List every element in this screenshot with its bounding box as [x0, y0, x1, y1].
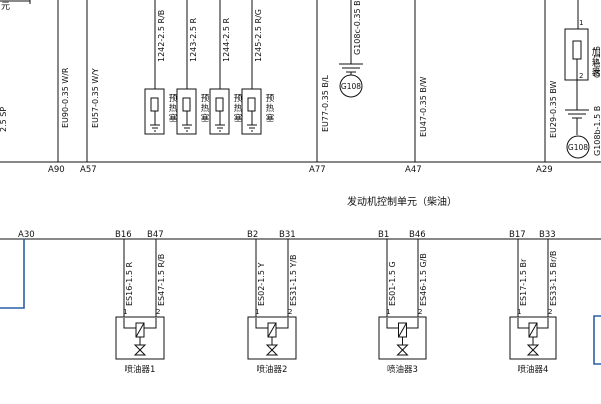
injector-label: 喷油器3 [387, 364, 418, 375]
wire-label-eu47: EU47-0.35 B/W [419, 76, 428, 137]
preheat-plug-2: 1243-2.5 R [176, 0, 198, 135]
heater-wire-label: OHT-1.5 [593, 46, 601, 78]
wire-label-1245: 1245-2.5 R/G [254, 9, 263, 62]
pin-a29: A29 [536, 165, 553, 175]
injector-wire-right: ES33-1.5 Br/B [549, 251, 558, 306]
injector-pin-1: 1 [517, 308, 521, 316]
preheat-plug-1: 1242-2.5 R/B [144, 0, 166, 135]
wire-label-eu77: EU77-0.35 B/L [321, 74, 330, 132]
injector-wire-right: ES31-1.5 Y/B [289, 254, 298, 306]
preheat-plug-label: 预热塞 [201, 93, 210, 124]
heater-pin-2: 2 [579, 72, 583, 80]
injector-label: 喷油器1 [125, 364, 156, 375]
pin-a47: A47 [405, 165, 422, 175]
injector-wire-left: ES02-1.5 Y [257, 263, 266, 306]
heater: G108 1 2 OHT-1.5 G108b-1.5 B [564, 0, 601, 159]
injector-wire-left: ES01-1.5 G [388, 261, 397, 306]
wire-label-eu90: EU90-0.35 W/R [61, 67, 70, 128]
preheat-plug-label: 预热塞 [234, 93, 243, 124]
injector-pin-right: B33 [539, 230, 556, 240]
injector-wire-left: ES17-1.5 Br [519, 258, 528, 306]
injector-label: 喷油器4 [518, 364, 549, 375]
preheat-plug-3: 1244-2.5 R [209, 0, 231, 135]
injector-wire-right: ES46-1.5 G/B [419, 253, 428, 306]
injector-pin-left: B16 [115, 230, 132, 240]
pin-a30: A30 [18, 230, 35, 240]
injector-pin-2: 2 [548, 308, 552, 316]
injector-pin-2: 2 [156, 308, 160, 316]
injector-pin-2: 2 [418, 308, 422, 316]
ground-g108c: G108c-0.35 B G108 [339, 0, 363, 98]
injector-pin-left: B2 [247, 230, 258, 240]
injector-pin-1: 1 [255, 308, 259, 316]
edge-wire-label-left: 2.5 SP [0, 107, 8, 132]
wire-label-1244: 1244-2.5 R [222, 17, 231, 62]
pin-a77: A77 [309, 165, 326, 175]
heater-label: 加热器 [592, 47, 601, 78]
injector-wire-left: ES16-1.5 R [125, 262, 134, 306]
injector-pin-2: 2 [288, 308, 292, 316]
injector-pin-left: B17 [509, 230, 526, 240]
wire-label-g108c: G108c-0.35 B [353, 0, 362, 55]
preheat-plug-4: 1245-2.5 R/G [241, 0, 263, 135]
preheat-plug-label: 预热塞 [169, 93, 178, 124]
wire-label-1242: 1242-2.5 R/B [157, 10, 166, 62]
injector-wire-right: ES47-1.5 R/B [157, 254, 166, 306]
pin-a90: A90 [48, 165, 65, 175]
ecu-title: 发动机控制单元（柴油） [347, 195, 457, 208]
wire-label-eu57: EU57-0.35 W/Y [91, 68, 100, 128]
top-left-fragment: 元 [1, 2, 10, 12]
ground-g108-label: G108 [341, 82, 361, 91]
preheat-plug-label: 预热塞 [266, 93, 275, 124]
wire-label-eu29: EU29-0.35 BW [549, 80, 558, 138]
injector-pin-right: B47 [147, 230, 164, 240]
heater-ground-wire-label: G108b-1.5 B [593, 106, 601, 156]
injector-pin-right: B31 [279, 230, 296, 240]
injector-pin-right: B46 [409, 230, 426, 240]
wire-label-1243: 1243-2.5 R [189, 17, 198, 62]
injector-pin-left: B1 [378, 230, 389, 240]
injector-label: 喷油器2 [257, 364, 288, 375]
injector-pin-1: 1 [386, 308, 390, 316]
ground-g108-heater-label: G108 [568, 143, 588, 152]
heater-pin-1: 1 [579, 19, 583, 27]
pin-a57: A57 [80, 165, 97, 175]
injector-pin-1: 1 [123, 308, 127, 316]
